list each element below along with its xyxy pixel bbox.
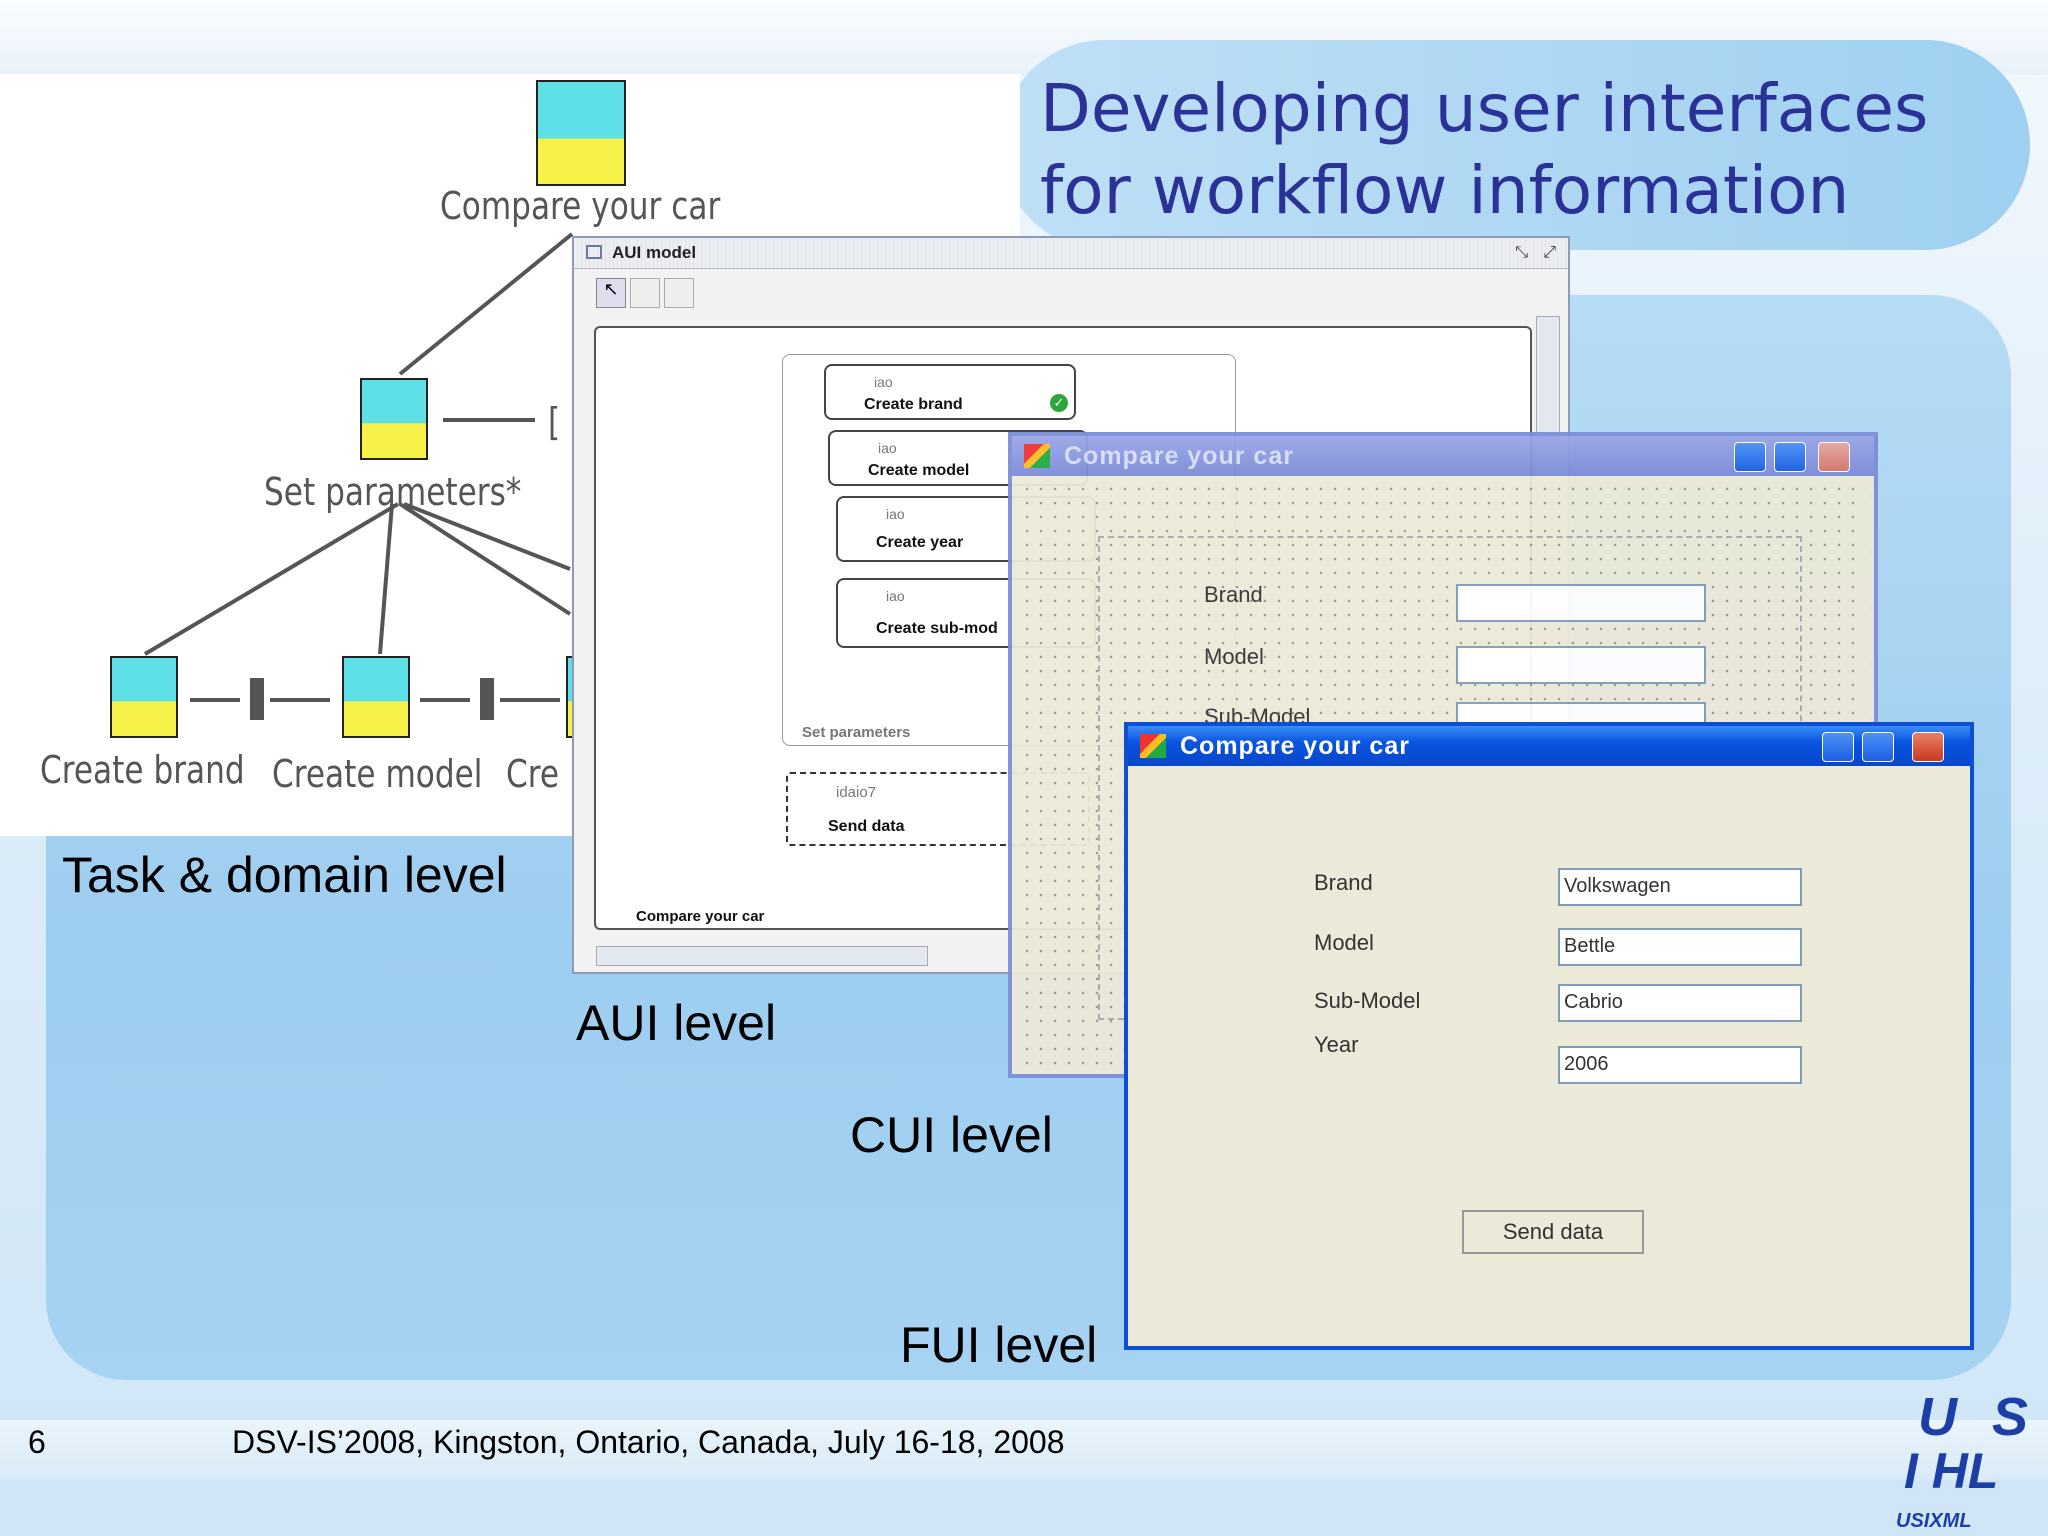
task-operator: [ [548,400,561,444]
cui-titlebar[interactable]: Compare your car [1012,436,1874,476]
app-icon [1140,734,1166,758]
logo-top: U S [1918,1387,2039,1447]
maximize-button[interactable] [1862,732,1894,762]
pointer-tool-icon[interactable]: ↖ [596,278,626,308]
footer-band [0,1420,2048,1480]
maximize-button[interactable] [1774,442,1806,472]
model-field[interactable] [1456,646,1706,684]
aui-item-label: Create brand [864,396,963,413]
container-label: Compare your car [636,908,765,925]
cui-window-title: Compare your car [1064,442,1294,470]
task-tree-connectors [143,232,574,720]
aui-toolbar: ↖ [596,276,696,308]
aui-titlebar[interactable]: AUI model ⤡ ⤢ [574,238,1568,269]
logo-caption: USIXML [1896,1510,1972,1532]
vertical-scrollbar[interactable] [1536,316,1560,438]
fui-window-title: Compare your car [1180,732,1410,760]
set-parameters-label: Set parameters [802,724,911,741]
app-icon [1024,444,1050,468]
year-label: Year [1314,1032,1359,1057]
maximize-icon[interactable]: ⤢ [1543,244,1556,261]
aui-item-label: Create sub-mod [876,620,998,637]
aui-item-label: Create year [876,534,964,551]
task-child-label: Create brand [40,748,245,792]
fui-level-label: FUI level [900,1317,1098,1373]
fui-titlebar[interactable]: Compare your car [1128,726,1970,766]
horizontal-scrollbar[interactable] [596,946,928,966]
aui-item[interactable]: iao Create brand ✓ [824,364,1076,420]
add-container-icon[interactable] [630,278,660,308]
add-component-icon[interactable] [664,278,694,308]
task-root-icon [536,80,626,186]
task-child-label: Cre [506,752,560,796]
model-input[interactable]: Bettle [1558,928,1802,966]
aui-item-label: Create model [868,462,970,479]
task-child-icon [110,656,178,738]
window-icon [586,245,602,259]
brand-field[interactable] [1456,584,1706,622]
task-parent-label: Set parameters* [264,470,522,514]
restore-icon[interactable]: ⤡ [1515,244,1528,261]
aui-window-title: AUI model [612,243,697,262]
title-panel [1000,40,2030,250]
slide-number: 6 [28,1424,46,1460]
field-label: Brand [1204,582,1263,607]
check-icon: ✓ [1050,394,1068,412]
usixml-logo: U S I HL USIXML [1890,1386,2040,1532]
footer-conference: DSV-IS’2008, Kingston, Ontario, Canada, … [232,1424,1065,1460]
sub-model-input[interactable]: Cabrio [1558,984,1802,1022]
minimize-button[interactable] [1822,732,1854,762]
send-data-button[interactable]: Send data [1462,1210,1644,1254]
sub-model-label: Sub-Model [1314,988,1421,1013]
task-child-icon [342,656,410,738]
brand-input[interactable]: Volkswagen [1558,868,1802,906]
close-button[interactable] [1818,442,1850,472]
aui-level-label: AUI level [576,995,777,1051]
task-root-label: Compare your car [440,184,721,228]
model-label: Model [1314,930,1374,955]
year-input[interactable]: 2006 [1558,1046,1802,1084]
task-child-label: Create model [272,752,483,796]
task-level-label: Task & domain level [62,847,507,903]
cui-level-label: CUI level [850,1107,1053,1163]
task-parent-icon [360,378,428,460]
minimize-button[interactable] [1734,442,1766,472]
fui-window[interactable]: Compare your car Brand Volkswagen Model … [1124,722,1974,1350]
field-label: Model [1204,644,1264,669]
logo-bottom: I HL [1904,1443,1999,1499]
brand-label: Brand [1314,870,1373,895]
close-button[interactable] [1912,732,1944,762]
